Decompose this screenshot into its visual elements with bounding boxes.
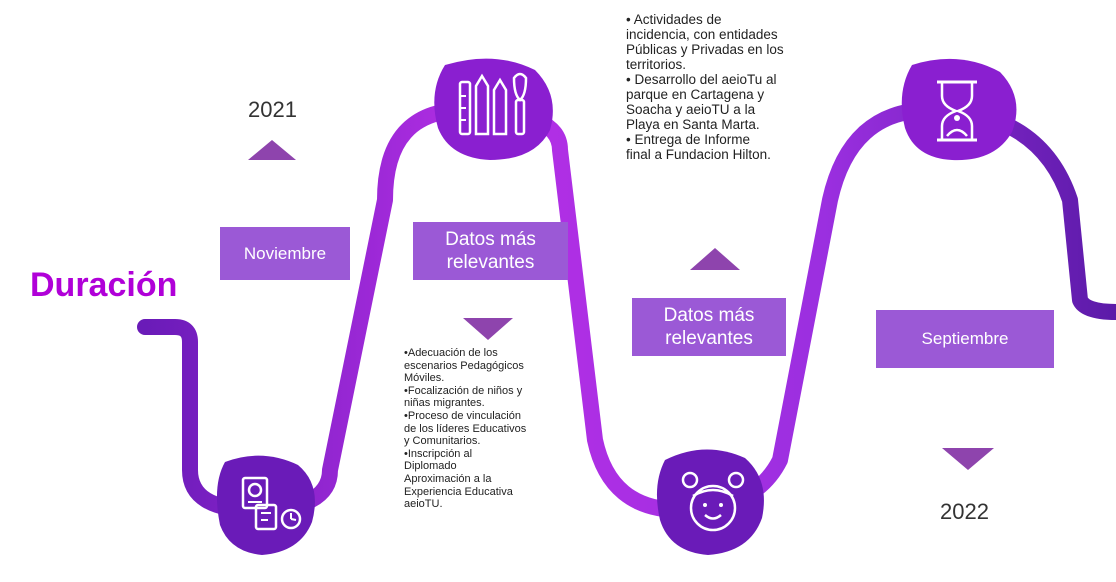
list-item: Públicas y Privadas en los [626,42,784,57]
list-item: •Focalización de niños y [404,384,523,397]
list-item: •Adecuación de los [404,347,498,359]
label-noviembre-text: Noviembre [243,243,327,263]
list-item: de los líderes Educativos [404,422,527,435]
year-end: 2022 [940,499,989,524]
list-item: niñas migrantes. [404,397,485,410]
child-face-icon [656,449,764,555]
label-septiembre-text: Septiembre [921,329,1009,348]
art-supplies-icon [434,58,553,160]
bullet-list-top: • Actividades de incidencia, con entidad… [626,12,856,162]
list-item: Soacha y aeioTU a la [626,102,756,117]
list-item: y Comunitarios. [404,435,481,448]
document-clock-icon [216,455,315,555]
list-item: escenarios Pedagógicos [404,359,524,372]
label-noviembre: Noviembre [220,227,350,280]
list-item: • Desarrollo del aeioTu al [626,72,777,87]
list-item: Playa en Santa Marta. [626,117,760,132]
list-item: Móviles. [404,372,445,385]
label-septiembre: Septiembre [876,310,1054,368]
list-item: Diplomado [404,460,457,473]
list-item: • Entrega de Informe [626,132,751,147]
list-item: •Proceso de vinculación [404,409,521,422]
year-start: 2021 [248,97,297,122]
label-datos-2: Datos más relevantes [632,298,786,356]
list-item: parque en Cartagena y [626,87,765,102]
list-item: final a Fundacion Hilton. [626,147,771,162]
hourglass-icon [901,58,1017,161]
arrow-up-datos2 [690,248,740,270]
list-item: Experiencia Educativa [404,485,513,498]
arrow-up-2021 [248,140,296,160]
list-item: aeioTU. [404,498,443,511]
label-datos-2-line2: relevantes [665,328,753,349]
list-item: •Inscripción al [404,447,473,460]
list-item: incidencia, con entidades [626,27,778,42]
list-item: territorios. [626,57,687,72]
list-item: Aproximación a la [404,472,492,485]
label-datos-2-line1: Datos más [663,305,755,326]
label-datos-1-line2: relevantes [446,252,535,273]
page-title: Duración [30,266,178,304]
list-item: • Actividades de [626,12,722,27]
arrow-down-datos1 [463,318,513,340]
label-datos-1: Datos más relevantes [413,222,568,280]
arrow-down-2022 [942,448,994,470]
bullet-list-bottom: •Adecuación de los escenarios Pedagógico… [404,347,594,511]
label-datos-1-line1: Datos más [445,229,536,250]
